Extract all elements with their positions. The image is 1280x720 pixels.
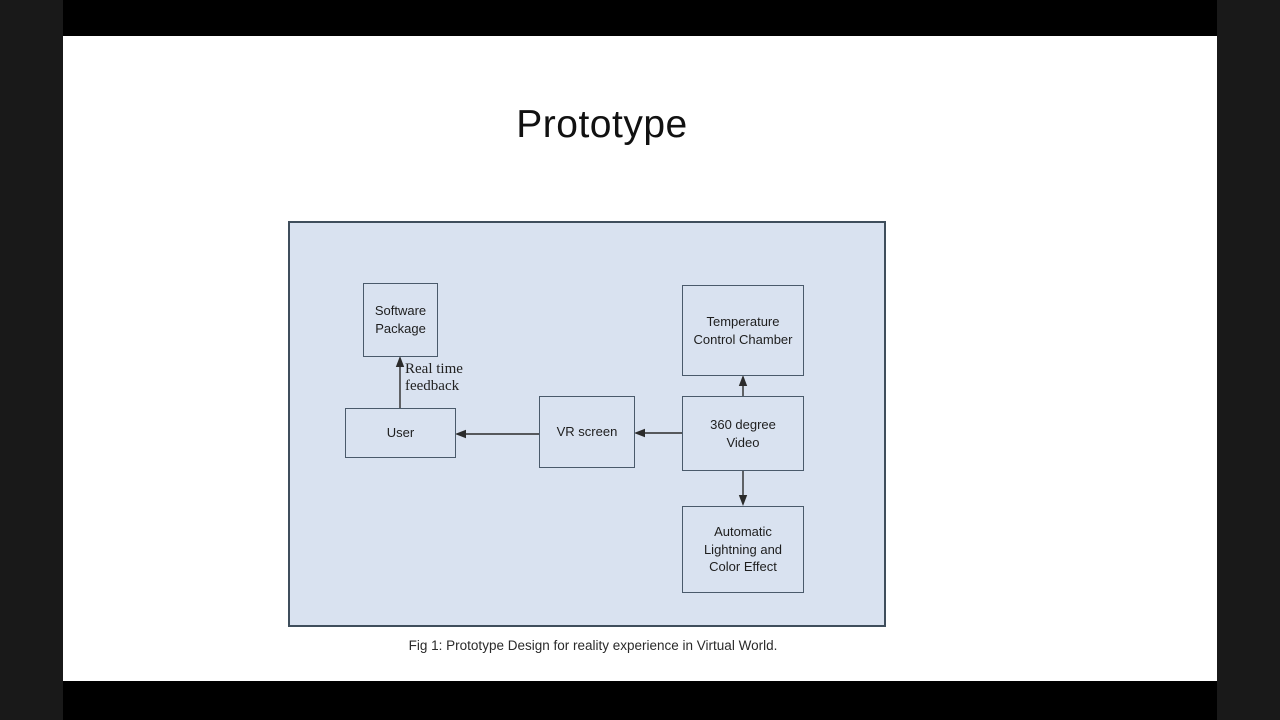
figure-caption: Fig 1: Prototype Design for reality expe… bbox=[408, 638, 778, 653]
slide-title: Prototype bbox=[516, 103, 688, 146]
left-side-bar bbox=[0, 0, 63, 720]
node-vr-screen: VR screen bbox=[539, 396, 635, 468]
node-automatic-lightning-color-effect: Automatic Lightning and Color Effect bbox=[682, 506, 804, 593]
edge-label-real-time-feedback: Real time feedback bbox=[405, 361, 463, 394]
node-user: User bbox=[345, 408, 456, 458]
prototype-diagram-panel: Software Package User VR screen Temperat… bbox=[288, 221, 886, 627]
node-temperature-control-chamber: Temperature Control Chamber bbox=[682, 285, 804, 376]
node-software-package: Software Package bbox=[363, 283, 438, 357]
right-side-bar bbox=[1217, 0, 1280, 720]
node-360-degree-video: 360 degree Video bbox=[682, 396, 804, 471]
